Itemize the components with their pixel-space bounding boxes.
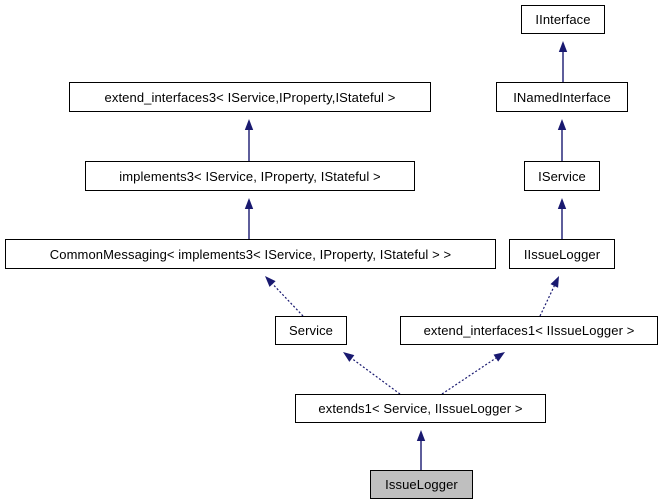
class-node-label: IssueLogger: [385, 477, 458, 492]
edge-arrowhead-icon: [265, 276, 276, 287]
class-node-label: IIssueLogger: [523, 246, 601, 262]
edge-arrowhead-icon: [550, 276, 559, 288]
class-node-extend_interfaces1[interactable]: extend_interfaces1< IIssueLogger >: [400, 316, 658, 345]
class-node-iissuelogger[interactable]: IIssueLogger: [509, 239, 615, 269]
class-node-extend_interfaces3[interactable]: extend_interfaces3< IService,IProperty,I…: [69, 82, 431, 112]
edge-arrowhead-icon: [343, 352, 355, 362]
class-node-label: Service: [288, 323, 334, 338]
class-node-iinterface[interactable]: IInterface: [521, 5, 605, 34]
inheritance-edge: [557, 198, 567, 239]
edge-arrowhead-icon: [557, 198, 567, 209]
class-node-issuelogger[interactable]: IssueLogger: [370, 470, 473, 499]
class-node-commonmessaging[interactable]: CommonMessaging< implements3< IService, …: [5, 239, 496, 269]
class-node-label: INamedInterface: [513, 89, 611, 105]
inheritance-edge: [558, 41, 568, 82]
class-node-label: CommonMessaging< implements3< IService, …: [49, 246, 452, 262]
class-node-label: IInterface: [535, 12, 591, 27]
class-node-label: IService: [538, 168, 586, 184]
class-node-label: extend_interfaces3< IService,IProperty,I…: [104, 89, 396, 105]
edge-arrowhead-icon: [244, 198, 254, 209]
edge-arrowhead-icon: [493, 352, 505, 362]
class-node-implements3[interactable]: implements3< IService, IProperty, IState…: [85, 161, 415, 191]
inheritance-edge: [557, 119, 567, 161]
class-node-extends1[interactable]: extends1< Service, IIssueLogger >: [295, 394, 546, 423]
edge-line: [272, 283, 304, 317]
inheritance-edge: [343, 352, 401, 395]
inheritance-edge: [244, 119, 254, 161]
class-node-service[interactable]: Service: [275, 316, 347, 345]
inheritance-edge: [441, 352, 505, 395]
edge-line: [441, 357, 497, 395]
inheritance-edge: [244, 198, 254, 239]
edge-arrowhead-icon: [244, 119, 254, 130]
inheritance-edge: [416, 430, 426, 470]
edge-arrowhead-icon: [557, 119, 567, 130]
class-node-label: extends1< Service, IIssueLogger >: [318, 401, 523, 416]
inheritance-edge: [539, 276, 559, 317]
edge-arrowhead-icon: [558, 41, 568, 52]
class-node-label: extend_interfaces1< IIssueLogger >: [423, 323, 635, 338]
class-node-iservice[interactable]: IService: [524, 161, 600, 191]
edge-line: [539, 285, 555, 317]
edge-arrowhead-icon: [416, 430, 426, 441]
edge-line: [351, 358, 401, 395]
class-node-label: implements3< IService, IProperty, IState…: [119, 168, 381, 184]
class-node-inamedinterface[interactable]: INamedInterface: [496, 82, 628, 112]
inheritance-edge: [265, 276, 304, 317]
